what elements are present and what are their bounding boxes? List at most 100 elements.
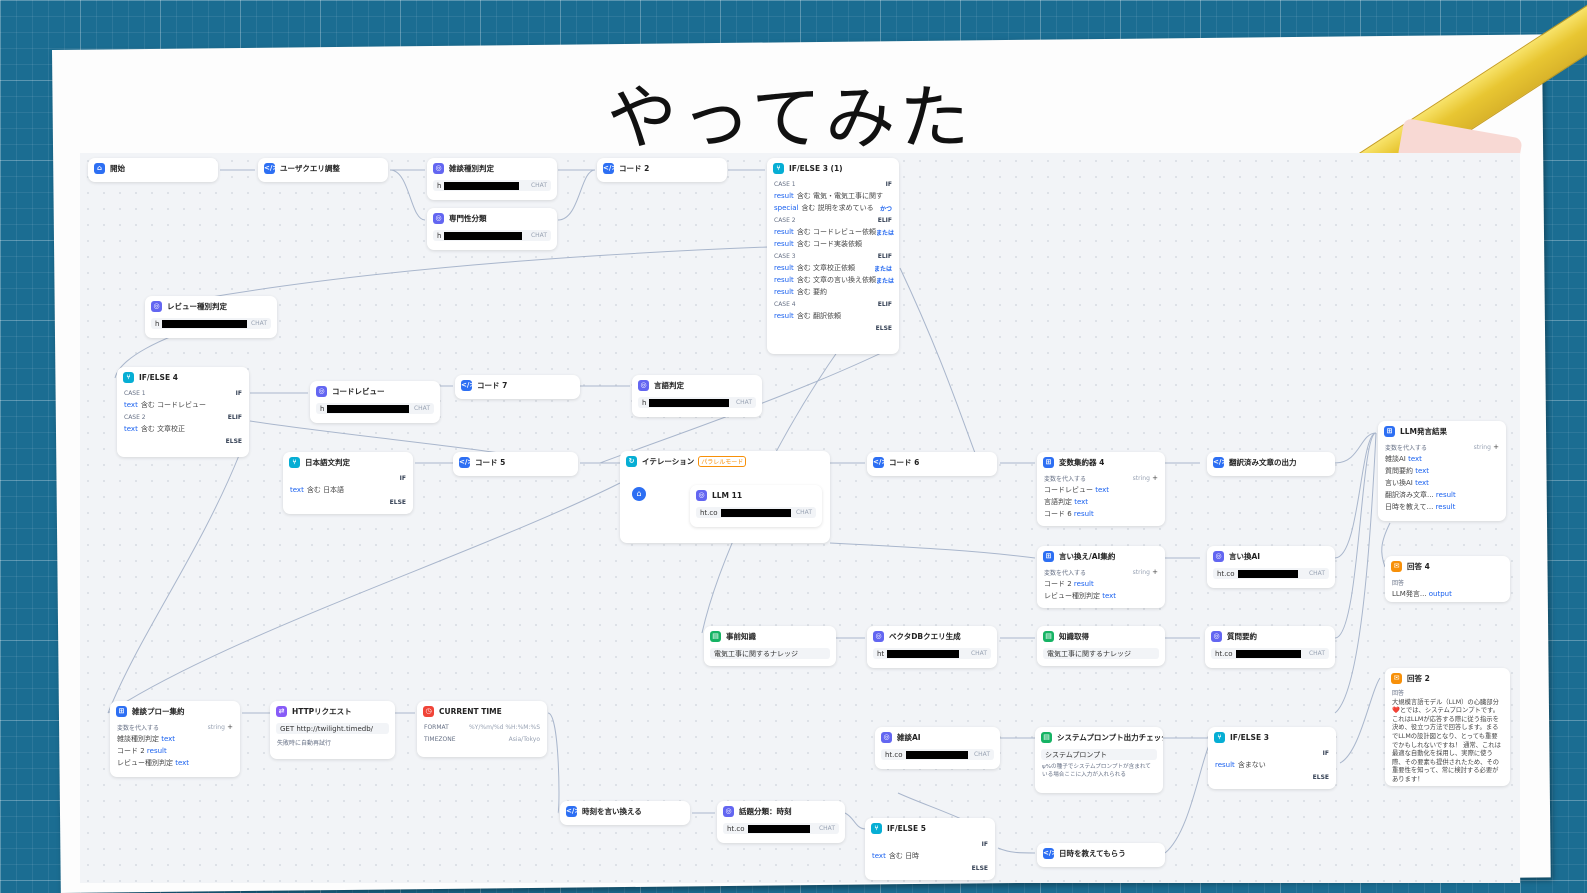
model-prefix: h	[320, 404, 325, 413]
node-http-request[interactable]: ⇄HTTPリクエスト GET http://twilight.timedb/ 失…	[270, 701, 395, 759]
code-icon: </>	[461, 379, 476, 391]
node-title: 質問要約	[1227, 631, 1257, 641]
llm-icon: ◎	[433, 162, 444, 174]
var-name: text	[124, 425, 138, 433]
node-title: 日時を教えてもらう	[1059, 848, 1126, 858]
branch-icon: ⑂	[773, 162, 784, 174]
add-button[interactable]: +	[1152, 568, 1158, 576]
clock-icon: ◷	[423, 705, 434, 717]
slide-title: やってみた	[606, 77, 974, 159]
node-title: IF/ELSE 3 (1)	[789, 163, 843, 173]
branch-icon: ⑂	[289, 456, 300, 468]
var-name: result	[774, 312, 794, 320]
node-code7[interactable]: </>コード 7	[455, 375, 580, 399]
node-answer-2[interactable]: ✉回答 2 回答大規模言語モデル（LLM）の心臓部分❤️とでは、システムプロンプ…	[1385, 668, 1510, 786]
edge	[1334, 432, 1377, 714]
knowledge-icon: ▤	[1041, 731, 1052, 743]
knowledge-name: 電気工事に関するナレッジ	[1047, 649, 1131, 658]
cond-value: 日本語	[323, 486, 345, 494]
node-code2[interactable]: </>コード 2	[597, 158, 727, 182]
node-answer-4[interactable]: ✉回答 4 回答 LLM発言... output	[1385, 556, 1510, 602]
edge	[1381, 522, 1391, 568]
model-prefix: ht.co	[1215, 649, 1233, 658]
node-prior-knowledge[interactable]: ▤事前知識 電気工事に関するナレッジ	[704, 626, 836, 666]
var-source: 質問要約	[1385, 467, 1413, 475]
var-name: result	[774, 192, 794, 200]
caption: 変数を代入する	[1044, 475, 1087, 483]
operator: 含む	[801, 204, 816, 212]
add-button[interactable]: +	[1152, 474, 1158, 482]
param-value: %Y/%m/%d %H:%M:%S	[468, 723, 540, 731]
operator: 含む	[140, 401, 155, 409]
else-label: ELSE	[389, 498, 406, 506]
node-title: LLM 11	[712, 490, 743, 500]
node-title: 専門性分類	[449, 213, 487, 223]
elif-label: ELIF	[227, 413, 242, 421]
node-code5[interactable]: </>コード 5	[453, 452, 578, 476]
redacted-model	[444, 181, 520, 190]
node-current-time[interactable]: ◷CURRENT TIME FORMAT%Y/%m/%d %H:%M:%S TI…	[417, 701, 547, 757]
var-name: text	[161, 735, 176, 743]
var-source: 雑談種別判定	[117, 735, 159, 743]
var-name: result	[774, 288, 794, 296]
model-tag: CHAT	[818, 825, 835, 832]
llm-icon: ◎	[433, 212, 444, 224]
retry-label: 失敗時に自動再試行	[277, 739, 332, 747]
http-icon: ⇄	[276, 705, 287, 717]
var-name: result	[774, 240, 794, 248]
answer-icon: ✉	[1391, 672, 1402, 684]
node-tell-datetime[interactable]: </>日時を教えてもらう	[1037, 843, 1165, 867]
add-button[interactable]: +	[227, 723, 233, 731]
var-name: result	[146, 747, 167, 755]
node-title: 知識取得	[1059, 631, 1089, 641]
param-value: Asia/Tokyo	[508, 735, 540, 743]
node-system-prompt-check[interactable]: ▤システムプロンプト出力チェック システムプロンプト ψ%の種子でシステムプロン…	[1035, 727, 1163, 793]
node-translated-output[interactable]: </>翻訳済み文章の出力	[1207, 452, 1335, 476]
node-time-convert[interactable]: </>時刻を言い換える	[560, 801, 690, 825]
model-tag: CHAT	[250, 320, 267, 327]
caption: 変数を代入する	[1385, 444, 1428, 452]
node-knowledge-get[interactable]: ▤知識取得 電気工事に関するナレッジ	[1037, 626, 1165, 666]
var-name: result	[1215, 761, 1235, 769]
node-code6[interactable]: </>コード 6	[867, 452, 997, 476]
redacted-model	[887, 649, 960, 658]
operator: 含む	[796, 240, 811, 248]
edge	[107, 482, 621, 714]
knowledge-icon: ▤	[710, 630, 721, 642]
node-user-query[interactable]: </>ユーザクエリ調整	[258, 158, 388, 182]
cond-value: 文章校正	[157, 425, 186, 433]
node-title: 変数集約器 4	[1059, 457, 1105, 467]
if-label: IF	[1322, 749, 1329, 757]
add-button[interactable]: +	[1493, 443, 1499, 451]
type-tag: string	[1473, 443, 1491, 451]
node-title: 話題分類：時刻	[739, 806, 792, 816]
node-title: 言い換AI	[1229, 551, 1261, 561]
type-tag: string	[1132, 568, 1150, 576]
model-tag: CHAT	[1308, 570, 1325, 577]
var-source: コード 2	[117, 747, 145, 755]
var-name: text	[1415, 479, 1429, 487]
node-start[interactable]: ⌂開始	[88, 158, 218, 182]
